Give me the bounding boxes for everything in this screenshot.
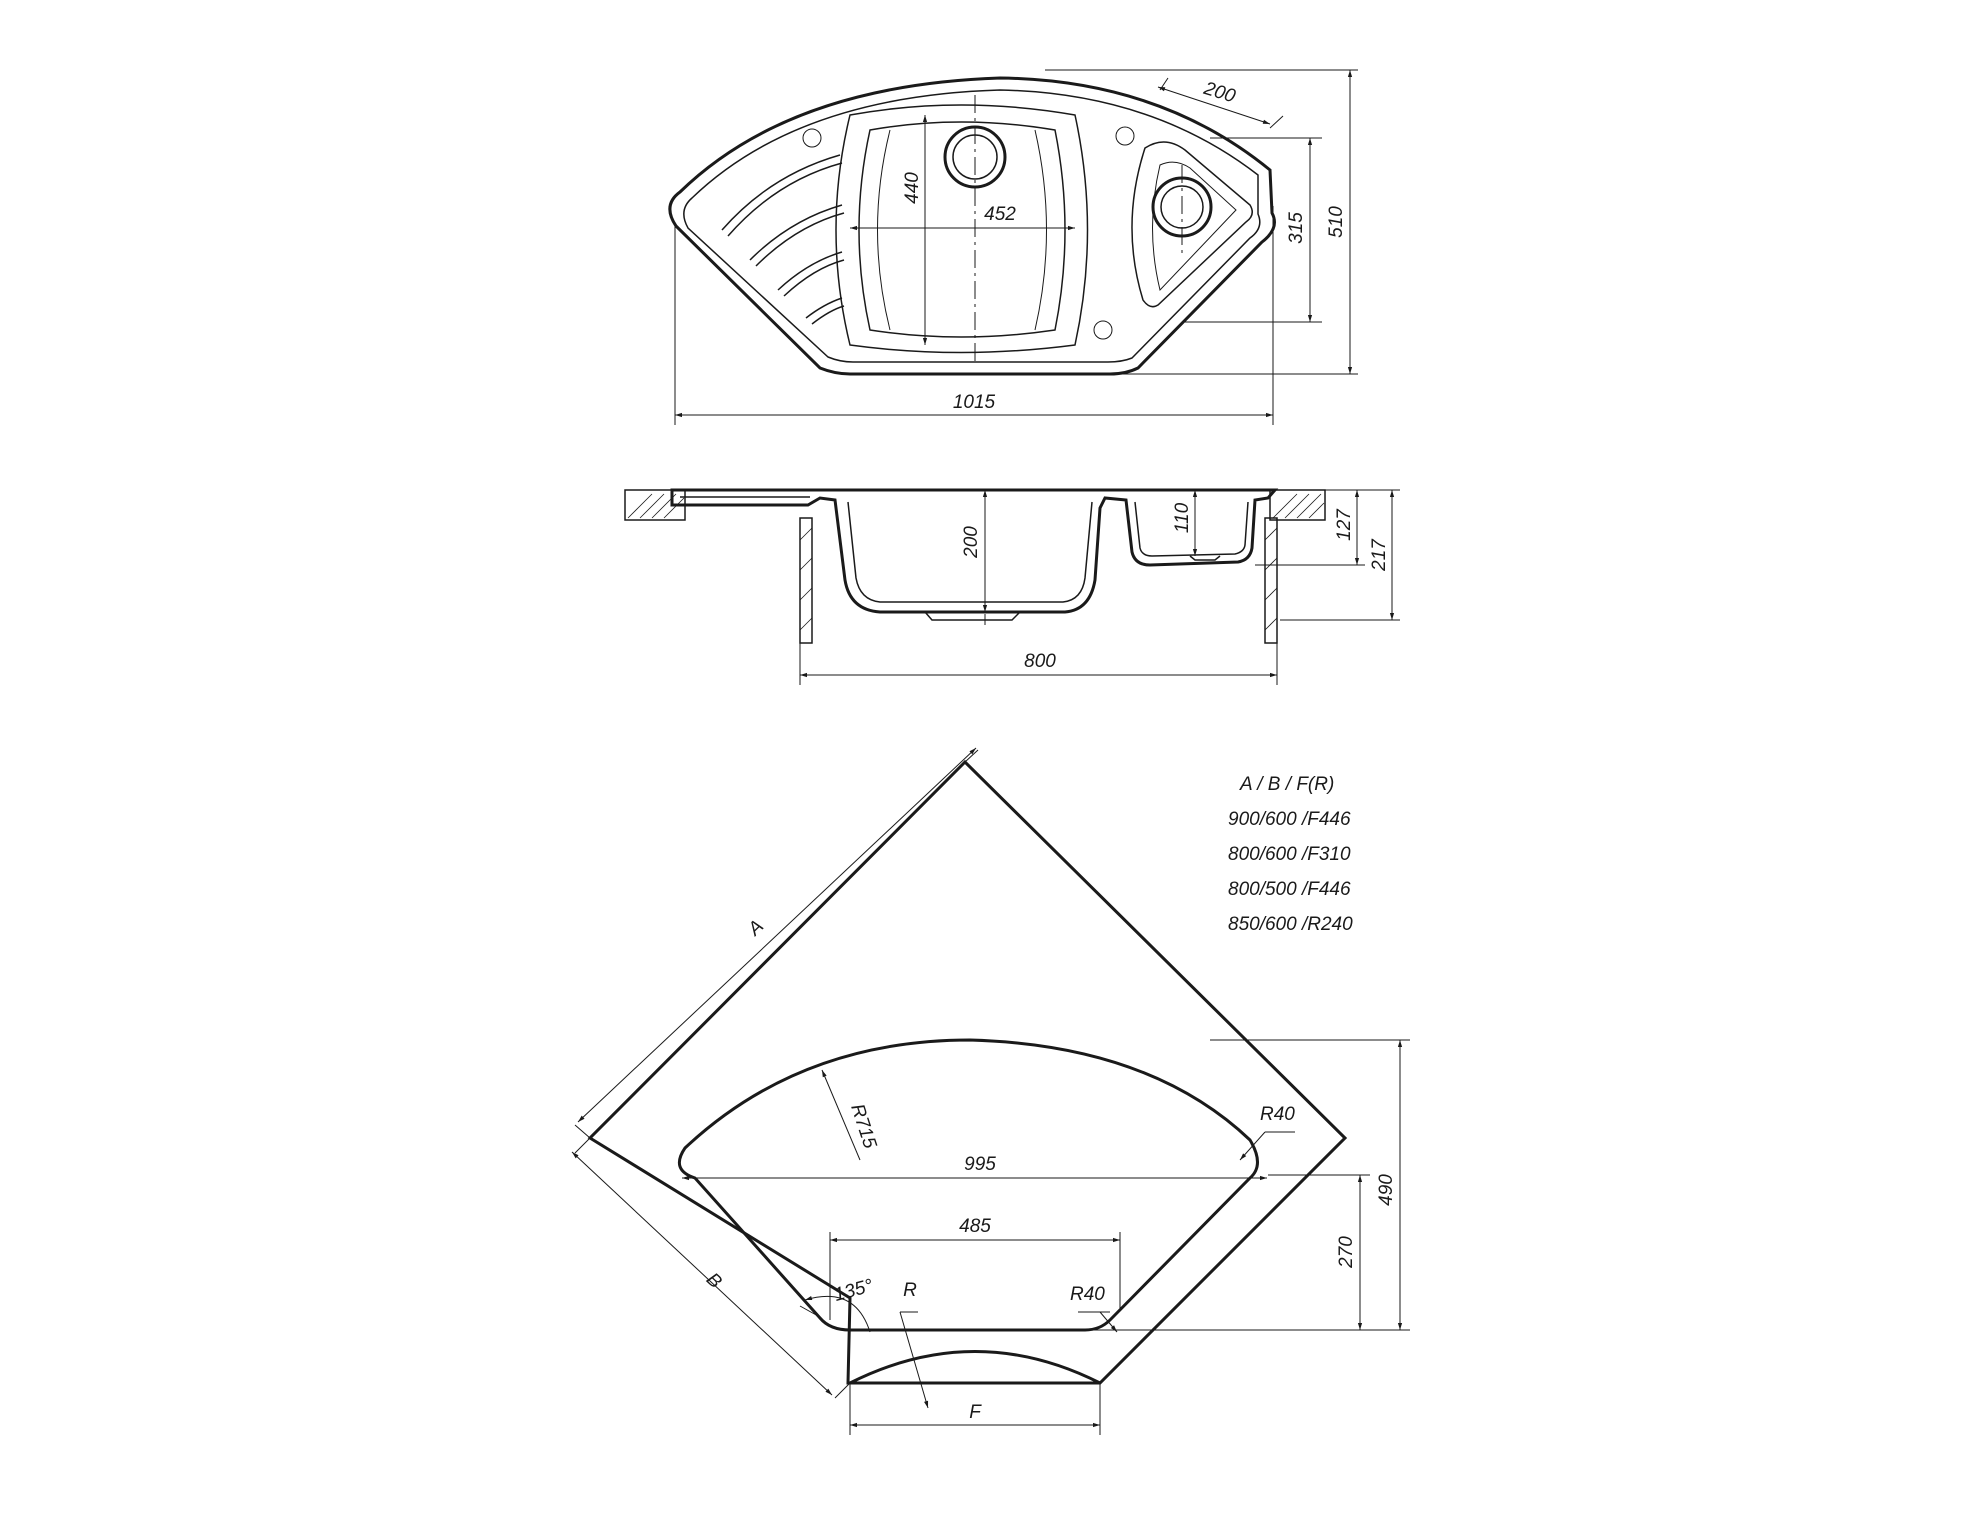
side-view: 200 110 127 217 800 xyxy=(624,488,1400,685)
dim-110: 110 xyxy=(1172,502,1193,533)
dim-200-depth: 200 xyxy=(961,526,982,559)
cutout-view: A B F R715 R40 995 485 135° R xyxy=(571,747,1410,1435)
table-row-4: 850/600 /R240 xyxy=(1228,914,1353,935)
sink-profile xyxy=(670,488,1279,614)
tap-hole-right-top xyxy=(1115,126,1135,146)
dim-r: R xyxy=(903,1280,917,1301)
drain-outlet xyxy=(924,611,1021,621)
dim-800: 800 xyxy=(1024,651,1056,672)
table-row-1: 900/600 /F446 xyxy=(1228,809,1351,830)
top-view: 1015 440 452 200 315 510 xyxy=(668,69,1358,425)
cabinet-wall-left xyxy=(799,517,813,644)
small-bowl xyxy=(1131,141,1253,308)
dim-1015: 1015 xyxy=(953,392,996,413)
tap-hole-left xyxy=(802,128,822,148)
dim-315: 315 xyxy=(1286,212,1307,244)
dim-452: 452 xyxy=(984,204,1016,225)
dim-490: 490 xyxy=(1376,1174,1397,1206)
label-a: A xyxy=(744,916,768,941)
cabinet-wall-right xyxy=(1264,517,1278,644)
dim-485: 485 xyxy=(959,1216,991,1237)
label-b: B xyxy=(702,1269,726,1293)
size-table: A / B / F(R) 900/600 /F446 800/600 /F310… xyxy=(1228,774,1353,935)
table-row-3: 800/500 /F446 xyxy=(1228,879,1351,900)
dim-270: 270 xyxy=(1336,1236,1357,1269)
bottom-arc xyxy=(849,1350,1101,1385)
dim-217: 217 xyxy=(1369,538,1390,572)
countertop-right-hatch xyxy=(1272,493,1325,519)
table-header: A / B / F(R) xyxy=(1239,774,1334,795)
main-bowl xyxy=(835,104,1089,354)
dim-angle-135: 135° xyxy=(832,1275,876,1306)
label-f: F xyxy=(969,1402,982,1423)
dim-r40-right: R40 xyxy=(1260,1104,1295,1125)
dim-r40-bottom: R40 xyxy=(1070,1284,1105,1305)
tap-hole-right-bottom xyxy=(1093,320,1113,340)
table-row-2: 800/600 /F310 xyxy=(1228,844,1351,865)
dim-440: 440 xyxy=(902,172,923,204)
main-bowl-inner xyxy=(858,121,1066,338)
dim-995: 995 xyxy=(964,1154,996,1175)
dim-r715: R715 xyxy=(846,1101,880,1151)
drain-grooves xyxy=(721,154,845,325)
dim-127: 127 xyxy=(1334,508,1355,541)
dim-510: 510 xyxy=(1326,206,1347,238)
cutout-shape xyxy=(677,1038,1259,1332)
